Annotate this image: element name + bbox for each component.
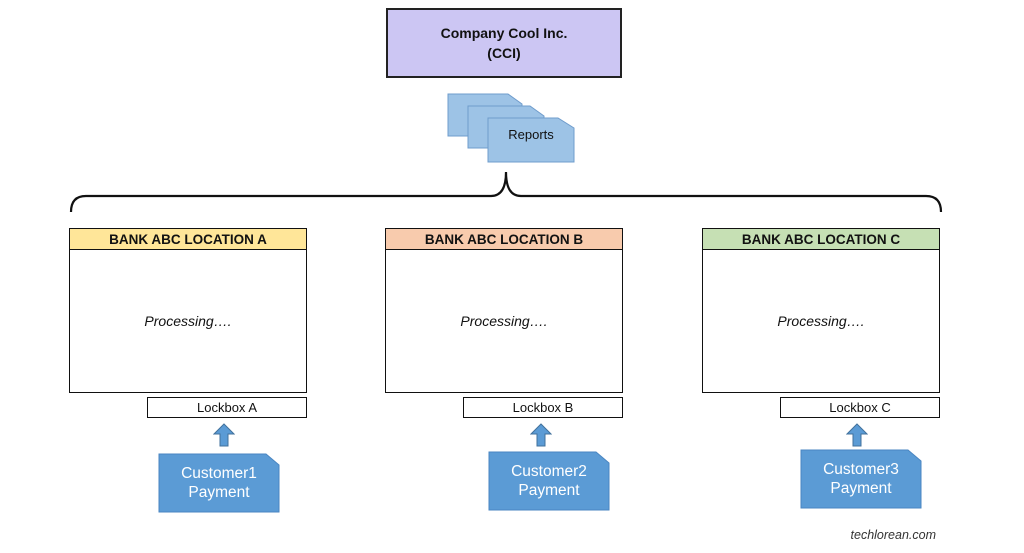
payment-1: Customer1 Payment	[158, 453, 280, 513]
bank-title-a: BANK ABC LOCATION A	[70, 229, 306, 250]
company-name: Company Cool Inc.	[440, 25, 568, 41]
lockbox-c: Lockbox C	[780, 397, 940, 418]
bank-location-a: BANK ABC LOCATION A Processing….	[69, 228, 307, 393]
company-node: Company Cool Inc. (CCI)	[386, 8, 622, 78]
bank-title-c: BANK ABC LOCATION C	[703, 229, 939, 250]
payment-3: Customer3 Payment	[800, 449, 922, 509]
bank-location-c: BANK ABC LOCATION C Processing….	[702, 228, 940, 393]
payment-word-3: Payment	[830, 480, 892, 497]
arrow-up-icon	[846, 423, 868, 447]
payment-customer-2: Customer2	[511, 463, 587, 480]
bank-status-a: Processing….	[144, 313, 232, 329]
arrow-up-icon	[530, 423, 552, 447]
payment-document-icon	[158, 453, 280, 513]
bank-location-b: BANK ABC LOCATION B Processing….	[385, 228, 623, 393]
bank-title-b: BANK ABC LOCATION B	[386, 229, 622, 250]
payment-customer-1: Customer1	[181, 465, 257, 482]
payment-word-2: Payment	[518, 482, 580, 499]
arrow-up-icon	[213, 423, 235, 447]
reports-documents-icon	[447, 93, 575, 163]
grouping-brace	[69, 171, 943, 213]
lockbox-a: Lockbox A	[147, 397, 307, 418]
payment-document-icon	[800, 449, 922, 509]
payment-customer-3: Customer3	[823, 461, 899, 478]
payment-2: Customer2 Payment	[488, 451, 610, 511]
company-abbreviation: (CCI)	[487, 45, 521, 61]
payment-document-icon	[488, 451, 610, 511]
reports-label: Reports	[508, 127, 554, 142]
watermark: techlorean.com	[850, 528, 936, 542]
lockbox-b: Lockbox B	[463, 397, 623, 418]
bank-status-b: Processing….	[460, 313, 548, 329]
payment-word-1: Payment	[188, 484, 250, 501]
bank-status-c: Processing….	[777, 313, 865, 329]
